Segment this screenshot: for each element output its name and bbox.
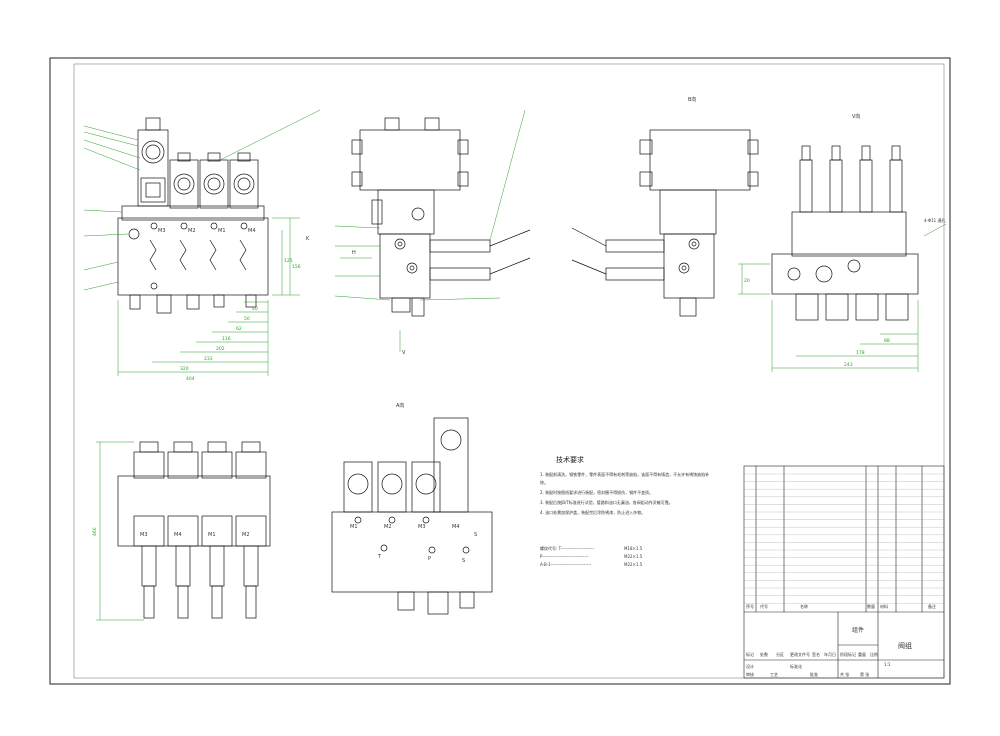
front-dim-label: 404 bbox=[186, 376, 195, 382]
tech-note-line: 3. 装配后按JB/T标准进行试验，管路和油口无漏油，各阀组动作灵敏可靠。 bbox=[540, 499, 673, 505]
front-view-leaders bbox=[83, 109, 321, 376]
port-label-m3: M3 bbox=[158, 228, 166, 234]
tech-notes-title: 技术要求 bbox=[556, 455, 584, 464]
inner-frame bbox=[73, 63, 945, 679]
port-label-m2: M2 bbox=[188, 228, 196, 234]
title-cell: 标准化 bbox=[790, 663, 802, 669]
bom-header-cell: 备注 bbox=[928, 603, 936, 609]
thread-spec-name: A-B-1---------------------------- bbox=[540, 562, 592, 567]
b-port-label: T bbox=[377, 554, 382, 560]
rear-port-label: M3 bbox=[140, 532, 148, 538]
bom-header-cell: 数量 bbox=[867, 603, 875, 609]
thread-spec-name: 螺纹代号: T----------------------- bbox=[540, 545, 594, 551]
side-view-dims bbox=[738, 223, 947, 372]
side-callout: 4-Φ11 通孔 bbox=[924, 217, 946, 223]
bom-header-cell: 材料 bbox=[880, 603, 888, 609]
front-dim-label: 50 bbox=[244, 316, 250, 322]
b-side-view bbox=[571, 129, 759, 317]
outer-frame bbox=[49, 57, 951, 685]
view-label-a: A向 bbox=[396, 402, 404, 409]
thread-spec-value: M18×1.5 bbox=[624, 546, 643, 551]
center-side-view bbox=[351, 117, 531, 317]
front-dim-label: 125 bbox=[284, 258, 293, 264]
side-dim-label: 88 bbox=[884, 338, 890, 344]
title-cell: 审核 bbox=[746, 671, 754, 677]
title-cell: 批准 bbox=[810, 671, 818, 677]
title-cell: 比例 bbox=[870, 651, 878, 657]
rear-dim-label: 460 bbox=[92, 527, 98, 536]
thread-spec-value: M22×1.5 bbox=[624, 554, 643, 559]
bom-header-cell: 名称 bbox=[800, 603, 808, 609]
title-cell: 重量 bbox=[858, 651, 866, 657]
title-cell: 处数 bbox=[760, 651, 768, 657]
rear-port-label: M1 bbox=[208, 532, 216, 538]
drawing-title: 阀组 bbox=[898, 641, 912, 650]
tech-note-line: 2. 装配时按图纸要求进行装配，密封圈不得损伤，钢件不变质。 bbox=[540, 489, 653, 495]
title-cell: 更改文件号 bbox=[790, 651, 810, 657]
rear-port-label: M2 bbox=[242, 532, 250, 538]
front-dim-label: 156 bbox=[292, 264, 301, 270]
title-cell: 签名 bbox=[812, 651, 820, 657]
bom-header-cell: 序号 bbox=[746, 603, 754, 609]
front-dim-label: 116 bbox=[222, 336, 231, 342]
side-dim-label: 20 bbox=[744, 278, 750, 284]
b-port-label: S bbox=[462, 558, 465, 564]
direction-mark-k: K bbox=[306, 236, 310, 242]
b-port-label: P bbox=[428, 556, 431, 562]
thread-spec-name: P-------------------------------- bbox=[540, 554, 589, 559]
title-cell: 年月日 bbox=[824, 651, 836, 657]
front-dim-label: 202 bbox=[216, 346, 225, 352]
b-port-label: S bbox=[474, 532, 477, 538]
direction-mark-v: V bbox=[402, 350, 406, 356]
front-dim-label: 40 bbox=[252, 306, 258, 312]
title-cell: 设计 bbox=[746, 663, 754, 669]
front-dim-label: 233 bbox=[204, 356, 213, 362]
title-cell: 第 张 bbox=[860, 671, 869, 677]
bom-header-cell: 代号 bbox=[760, 603, 768, 609]
title-cell: 工艺 bbox=[770, 672, 778, 677]
rear-view bbox=[117, 441, 271, 619]
title-block bbox=[743, 465, 945, 679]
tech-note-line: 修。 bbox=[540, 479, 548, 485]
title-cell: 阶段标记 bbox=[840, 651, 856, 657]
b-port-label: M1 bbox=[350, 524, 358, 530]
port-label-m4: M4 bbox=[248, 228, 256, 234]
direction-mark-h: H bbox=[352, 250, 356, 256]
bom-rows bbox=[744, 473, 944, 604]
side-dim-label: 243 bbox=[844, 362, 853, 368]
b-port-label: M3 bbox=[418, 524, 426, 530]
front-dim-label: 320 bbox=[180, 366, 189, 372]
center-view-leaders bbox=[334, 109, 526, 352]
view-label-b: B向 bbox=[688, 96, 696, 103]
side-dim-label: 178 bbox=[856, 350, 865, 356]
title-cell: 共 张 bbox=[840, 671, 849, 677]
tech-notes: 技术要求 1. 装配前清洗，钢铁零件，零件表面不得有毛刺等缺陷，该面不得有铸造，… bbox=[540, 455, 709, 567]
rear-view-dims bbox=[96, 441, 144, 621]
tech-note-line: 1. 装配前清洗，钢铁零件，零件表面不得有毛刺等缺陷，该面不得有铸造，不允许有锈… bbox=[540, 471, 709, 477]
front-dim-label: 62 bbox=[236, 326, 242, 332]
tech-note-line: 4. 油口处需加保护盖，装配完后涂防锈漆，防止进入杂物。 bbox=[540, 509, 645, 515]
scale-value: 1:1 bbox=[884, 662, 891, 667]
view-label-v: V向 bbox=[852, 113, 860, 120]
right-side-view bbox=[771, 145, 919, 321]
b-port-label: M4 bbox=[452, 524, 460, 530]
rear-port-label: M4 bbox=[174, 532, 182, 538]
bottom-center-view bbox=[331, 417, 493, 615]
drawing-subtitle: 组件 bbox=[852, 626, 864, 634]
b-port-label: M2 bbox=[384, 524, 392, 530]
title-cell: 标记 bbox=[746, 651, 754, 657]
port-label-m1: M1 bbox=[218, 228, 226, 234]
title-cell: 分区 bbox=[776, 651, 784, 657]
thread-spec-value: M22×1.5 bbox=[624, 562, 643, 567]
front-view bbox=[117, 117, 269, 314]
